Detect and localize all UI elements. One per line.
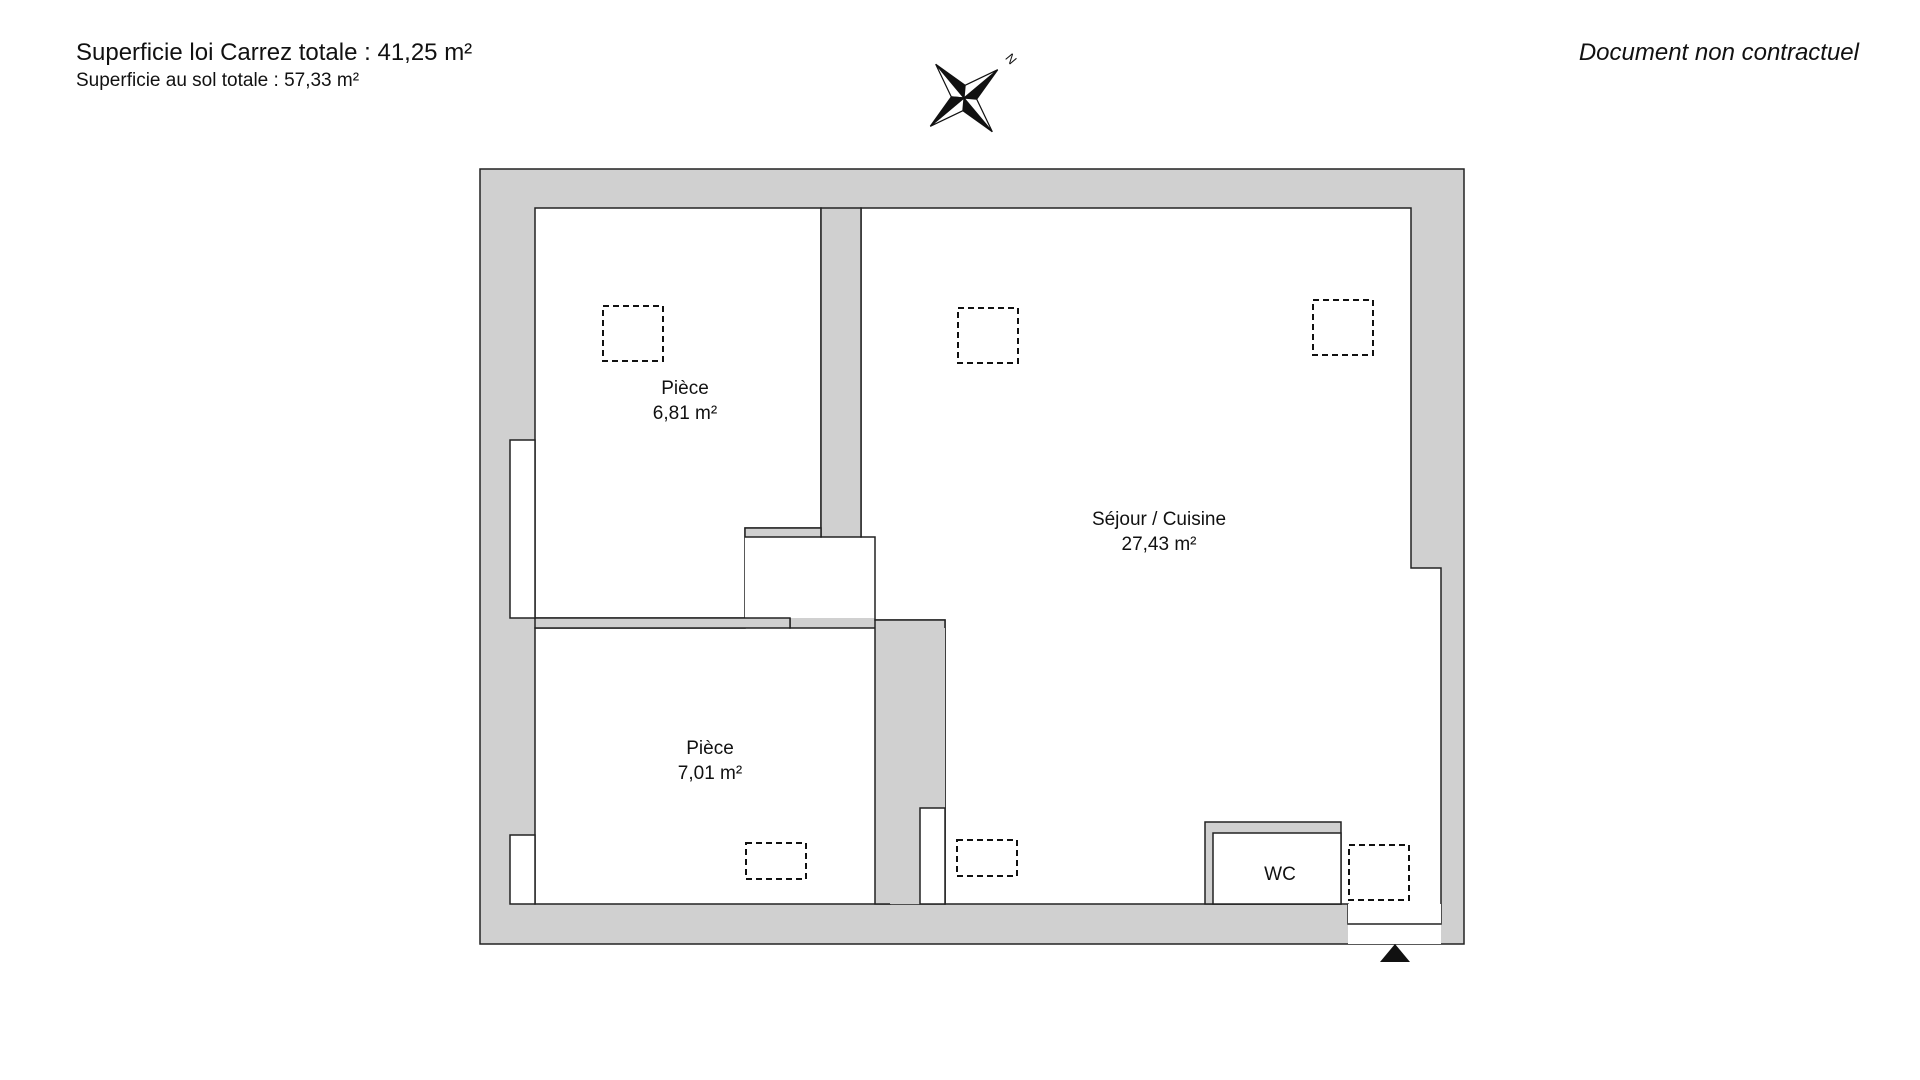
room-label-piece-2: Pièce 7,01 m² (678, 736, 742, 786)
room-wc (1212, 832, 1342, 905)
dashed-outline-4 (745, 842, 807, 880)
room-name: Pièce (686, 738, 734, 759)
dashed-outline-2 (957, 307, 1019, 364)
room-name: Pièce (661, 378, 709, 399)
room-sejour-cuisine (860, 207, 1442, 925)
disclaimer: Document non contractuel (1578, 39, 1859, 66)
wall-partition-top (820, 207, 862, 538)
compass-north-label: N (1002, 50, 1020, 67)
dashed-outline-3 (1312, 299, 1374, 356)
wall-partition-pieces (534, 617, 791, 629)
total-floor-area: Superficie au sol totale : 57,33 m² (76, 70, 360, 91)
dashed-outline-6 (1348, 844, 1410, 901)
window-middle-bottom (919, 807, 946, 905)
room-area: 7,01 m² (677, 763, 743, 784)
corridor (745, 537, 875, 618)
room-label-wc: WC (1264, 862, 1296, 887)
total-carrez-area: Superficie loi Carrez totale : 41,25 m² (76, 39, 473, 66)
room-label-sejour-cuisine: Séjour / Cuisine 27,43 m² (1092, 507, 1226, 557)
room-area: 27,43 m² (1121, 534, 1197, 555)
room-label-piece-1: Pièce 6,81 m² (653, 376, 717, 426)
dashed-outline-1 (602, 305, 664, 362)
window-left-bottom (509, 834, 536, 905)
entrance-arrow-icon (1380, 944, 1410, 962)
room-area: 6,81 m² (652, 403, 718, 424)
wall-stub (744, 527, 822, 538)
compass-rose-icon (929, 63, 999, 133)
window-left-top (509, 439, 536, 619)
room-name: Séjour / Cuisine (1091, 509, 1227, 530)
dashed-outline-5 (956, 839, 1018, 877)
room-name: WC (1264, 864, 1296, 885)
header-totals: Superficie loi Carrez totale : 41,25 m² … (76, 38, 472, 94)
